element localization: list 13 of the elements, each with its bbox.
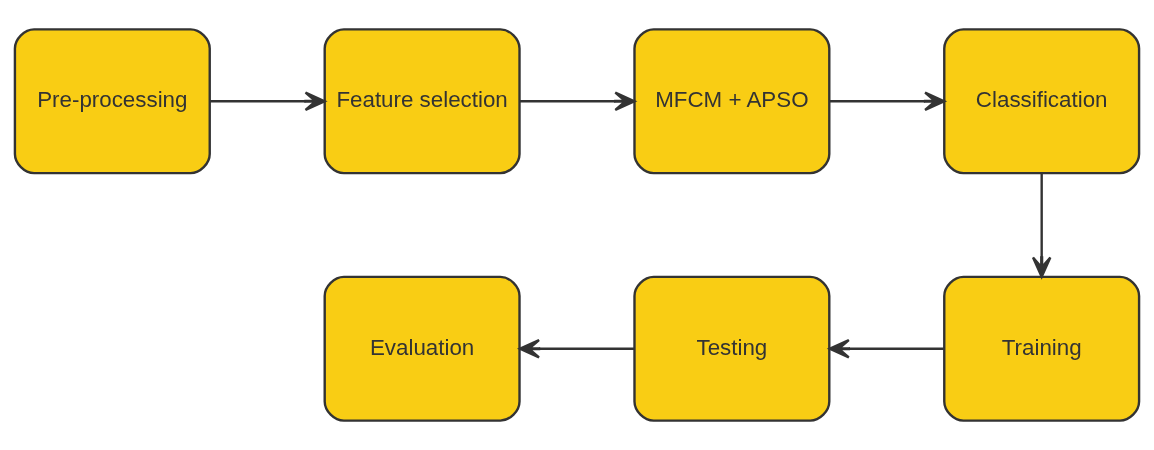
arrow: [1031, 173, 1052, 278]
node-box: Evaluation: [323, 275, 521, 422]
node-box: Classification: [943, 28, 1141, 175]
node-box: Training: [943, 275, 1141, 422]
arrow: [519, 91, 636, 112]
arrow: [829, 91, 946, 112]
arrow: [518, 338, 635, 359]
node-box: Pre-processing: [13, 28, 211, 175]
arrow: [828, 338, 945, 359]
arrow: [210, 91, 326, 112]
node-box: MFCM + APSO: [633, 28, 831, 175]
node-box: Testing: [633, 275, 831, 422]
node-box: Feature selection: [323, 28, 521, 175]
